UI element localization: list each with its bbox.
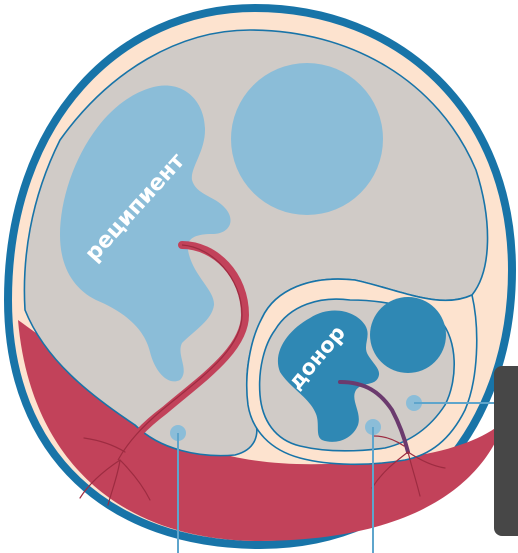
callout-box	[494, 366, 518, 536]
donor-fetus-head	[370, 297, 446, 373]
recipient-fetus-head	[231, 63, 383, 215]
